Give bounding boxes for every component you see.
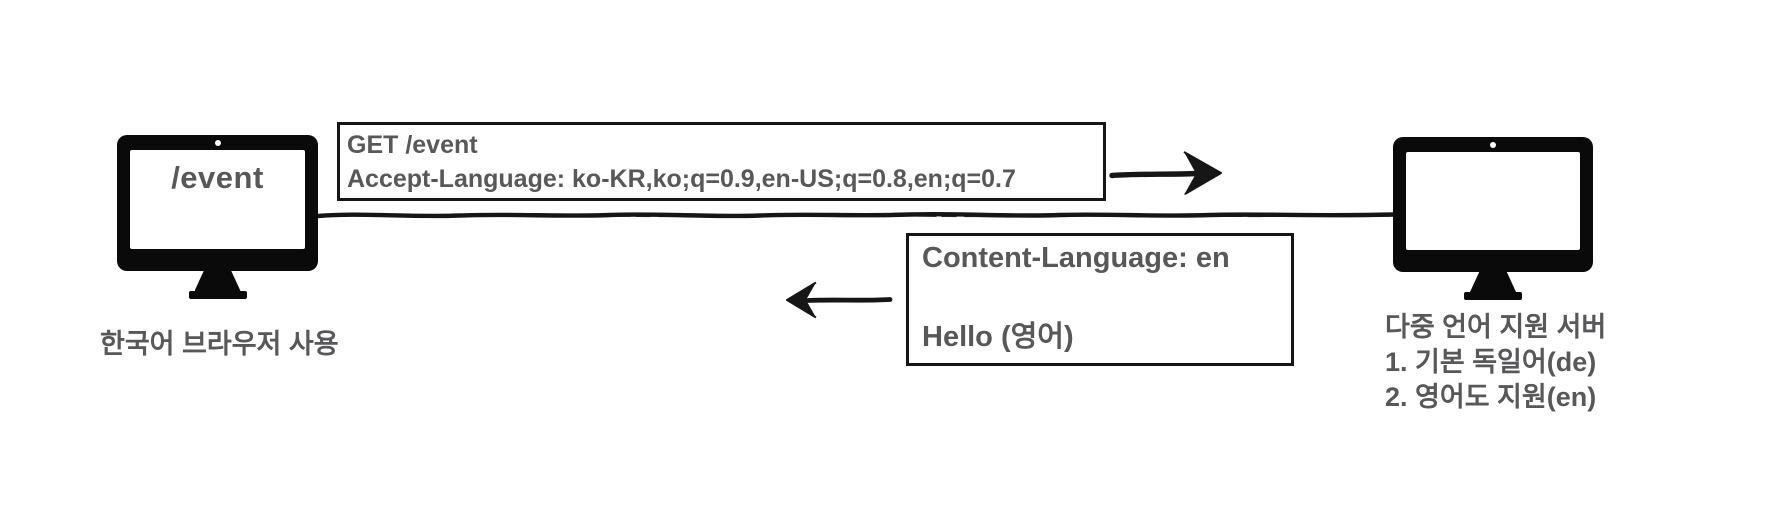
server-monitor-stand-base — [1464, 292, 1522, 300]
connection-line — [315, 211, 1397, 219]
request-method-line: GET /event — [347, 131, 478, 159]
server-monitor-camera-dot — [1490, 142, 1496, 148]
response-body-line: Hello (영어) — [922, 321, 1074, 353]
client-monitor-screen: /event — [130, 150, 305, 249]
client-caption: 한국어 브라우저 사용 — [100, 329, 339, 359]
response-header-line: Content-Language: en — [922, 242, 1230, 274]
request-message-box: GET /event Accept-Language: ko-KR,ko;q=0… — [337, 122, 1106, 201]
request-arrow-icon — [1109, 151, 1222, 195]
server-monitor-stand-neck — [1470, 272, 1516, 292]
server-monitor-frame — [1393, 137, 1593, 272]
server-caption: 다중 언어 지원 서버 1. 기본 독일어(de) 2. 영어도 지원(en) — [1385, 310, 1606, 415]
server-monitor-icon — [1393, 137, 1593, 300]
client-monitor-frame: /event — [117, 135, 318, 271]
client-screen-label: /event — [171, 160, 264, 195]
client-monitor-stand-base — [188, 291, 247, 299]
request-header-line: Accept-Language: ko-KR,ko;q=0.9,en-US;q=… — [347, 165, 1016, 193]
client-monitor-camera-dot — [214, 140, 221, 146]
server-caption-title: 다중 언어 지원 서버 — [1385, 312, 1607, 342]
client-monitor-stand-neck — [194, 271, 241, 291]
server-caption-item-english: 2. 영어도 지원(en) — [1385, 382, 1597, 412]
response-message-box: Content-Language: en Hello (영어) — [906, 233, 1294, 366]
server-caption-item-german: 1. 기본 독일어(de) — [1385, 347, 1597, 377]
client-monitor-icon: /event — [117, 135, 318, 299]
server-monitor-screen — [1406, 152, 1580, 250]
response-arrow-icon — [786, 281, 893, 319]
